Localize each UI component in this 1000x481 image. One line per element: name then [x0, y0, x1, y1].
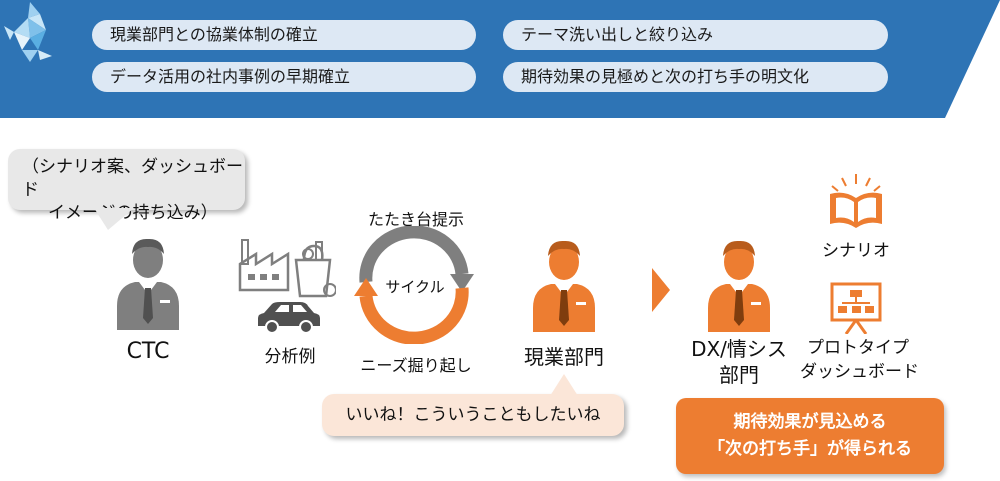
- bubble-tail: [550, 374, 578, 396]
- banner-item-effects: 期待効果の見極めと次の打ち手の明文化: [503, 62, 888, 92]
- dashboard-label-line2: ダッシュボード: [800, 362, 919, 382]
- bubble-tail: [94, 208, 134, 230]
- dolphin-logo-icon: [4, 2, 52, 62]
- ctc-label: CTC: [126, 339, 170, 364]
- open-book-icon: [830, 174, 882, 228]
- genba-person-icon: [533, 240, 595, 332]
- presentation-board-icon: [830, 282, 882, 334]
- dashboard-label-line1: プロトタイプ: [807, 338, 909, 358]
- genba-bubble-text: いいね！こういうこともしたいね: [345, 405, 601, 425]
- result-line1: 期待効果が見込める: [733, 412, 887, 432]
- banner-background: [0, 0, 1000, 118]
- header-banner: 現業部門との協業体制の確立 データ活用の社内事例の早期確立 テーマ洗い出しと絞り…: [0, 0, 1000, 118]
- banner-item-themes: テーマ洗い出しと絞り込み: [503, 20, 888, 50]
- banner-item-collaboration: 現業部門との協業体制の確立: [92, 20, 476, 50]
- dx-label: DX/情シス 部門: [680, 336, 798, 388]
- cycle-top-label: たたき台提示: [367, 210, 464, 229]
- result-box: 期待効果が見込める 「次の打ち手」が得られる: [676, 398, 944, 474]
- ctc-speech-bubble: （シナリオ案、ダッシュボード イメージの持ち込み）: [8, 149, 245, 230]
- ctc-bubble-line1: （シナリオ案、ダッシュボード: [22, 157, 243, 200]
- cycle-center-label: サイクル: [385, 278, 445, 296]
- dashboard-label: プロトタイプ ダッシュボード: [800, 336, 919, 384]
- factory-icon: [238, 239, 290, 292]
- chevron-right-icon: [652, 268, 670, 312]
- car-icon: [258, 302, 320, 334]
- cycle-bottom-label: ニーズ掘り起し: [360, 356, 472, 375]
- dx-label-line2: 部門: [719, 363, 759, 387]
- ctc-person-icon: [117, 238, 179, 330]
- genba-label: 現業部門: [524, 345, 604, 369]
- genba-speech-bubble: いいね！こういうこともしたいね: [322, 374, 624, 436]
- result-line2: 「次の打ち手」が得られる: [708, 439, 912, 459]
- banner-item-data-usage: データ活用の社内事例の早期確立: [92, 62, 476, 92]
- scenario-label: シナリオ: [822, 241, 890, 261]
- dx-person-icon: [708, 240, 770, 332]
- analysis-examples-label: 分析例: [264, 347, 316, 367]
- cycle-arrows-icon: [354, 226, 474, 344]
- dx-label-line1: DX/情シス: [691, 337, 787, 361]
- grocery-bag-icon: [294, 241, 336, 298]
